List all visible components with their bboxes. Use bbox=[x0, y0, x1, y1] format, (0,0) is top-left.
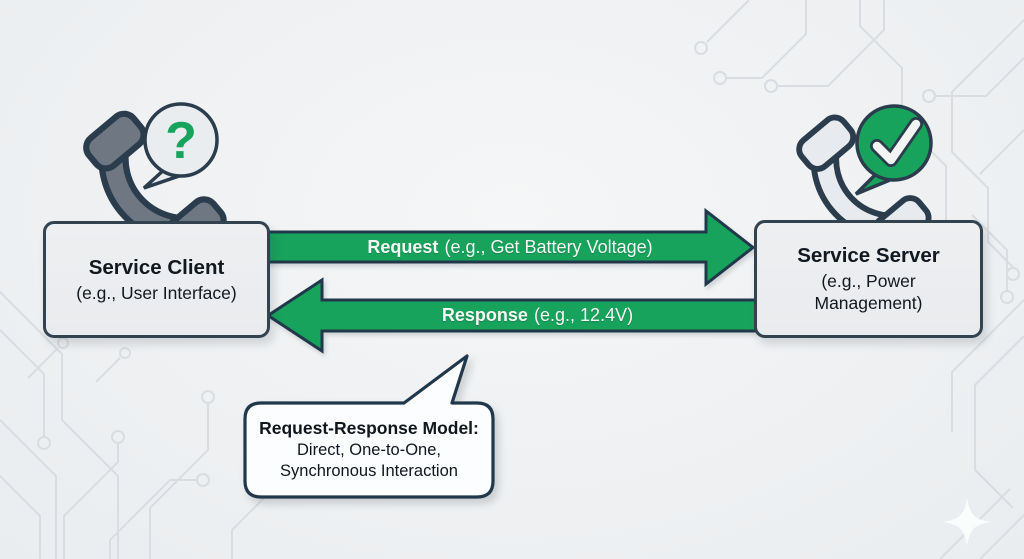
sparkle-icon bbox=[943, 498, 991, 546]
request-arrow bbox=[260, 207, 756, 288]
request-arrow-label: Request(e.g., Get Battery Voltage) bbox=[300, 231, 720, 263]
circuit-traces-bottom-left bbox=[0, 291, 352, 559]
client-box-title: Service Client bbox=[88, 255, 225, 279]
note-title: Request-Response Model: bbox=[259, 418, 479, 439]
server-box-subtitle: (e.g., Power Management) bbox=[814, 270, 923, 314]
response-arrow bbox=[265, 277, 764, 354]
service-server-box: Service Server (e.g., Power Management) bbox=[754, 220, 983, 338]
circuit-traces-top-right bbox=[694, 0, 1024, 304]
service-client-box: Service Client (e.g., User Interface) bbox=[43, 221, 270, 338]
note-line-2: Direct, One-to-One, bbox=[297, 440, 441, 459]
response-label-rest: (e.g., 12.4V) bbox=[534, 305, 634, 325]
server-box-title: Service Server bbox=[797, 244, 940, 268]
note-bubble-text: Request-Response Model: Direct, One-to-O… bbox=[247, 407, 491, 493]
client-box-subtitle: (e.g., User Interface) bbox=[76, 282, 237, 303]
request-label-rest: (e.g., Get Battery Voltage) bbox=[444, 236, 653, 257]
question-mark-icon: ? bbox=[165, 112, 197, 170]
response-label-bold: Response bbox=[441, 305, 528, 325]
check-bubble-icon bbox=[854, 104, 933, 196]
note-bubble-shape bbox=[243, 354, 495, 499]
request-label-bold: Request bbox=[367, 236, 439, 257]
response-arrow-label: Response (e.g., 12.4V) bbox=[330, 299, 745, 332]
circuit-traces-bottom-right bbox=[939, 299, 1024, 559]
note-line-3: Synchronous Interaction bbox=[280, 462, 458, 481]
question-bubble-icon: ? bbox=[142, 102, 219, 190]
